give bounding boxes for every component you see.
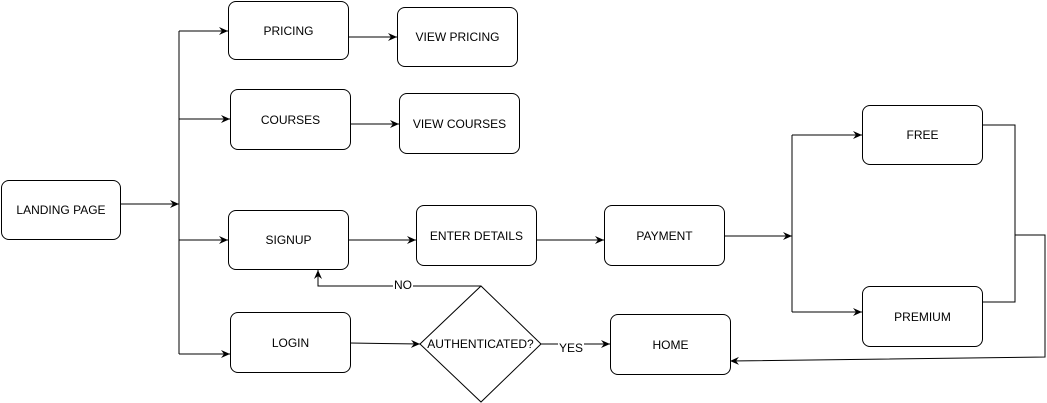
- node-free[interactable]: FREE: [862, 105, 983, 165]
- node-authenticated-label[interactable]: AUTHENTICATED?: [427, 337, 534, 351]
- node-home[interactable]: HOME: [610, 314, 731, 375]
- node-enter-details[interactable]: ENTER DETAILS: [416, 205, 537, 266]
- edge-free-out: [982, 124, 1016, 235]
- node-payment[interactable]: PAYMENT: [604, 205, 725, 266]
- edge-login-to-authenticated: [349, 339, 421, 348]
- node-courses[interactable]: COURSES: [230, 89, 351, 150]
- edge-label-no: NO: [393, 278, 413, 292]
- edge-merge-to-home: [729, 234, 1046, 365]
- node-login[interactable]: LOGIN: [230, 312, 351, 373]
- node-pricing[interactable]: PRICING: [228, 1, 349, 60]
- edge-label-yes: YES: [558, 341, 585, 355]
- decision-diamond-shape: [419, 285, 542, 403]
- edge-authenticated-to-signup: [314, 270, 481, 287]
- node-view-courses[interactable]: VIEW COURSES: [399, 93, 520, 154]
- node-premium[interactable]: PREMIUM: [862, 286, 983, 347]
- node-signup[interactable]: SIGNUP: [228, 210, 349, 270]
- edge-premium-out: [982, 235, 1016, 303]
- node-view-pricing[interactable]: VIEW PRICING: [397, 7, 518, 67]
- node-landing-page[interactable]: LANDING PAGE: [1, 180, 121, 240]
